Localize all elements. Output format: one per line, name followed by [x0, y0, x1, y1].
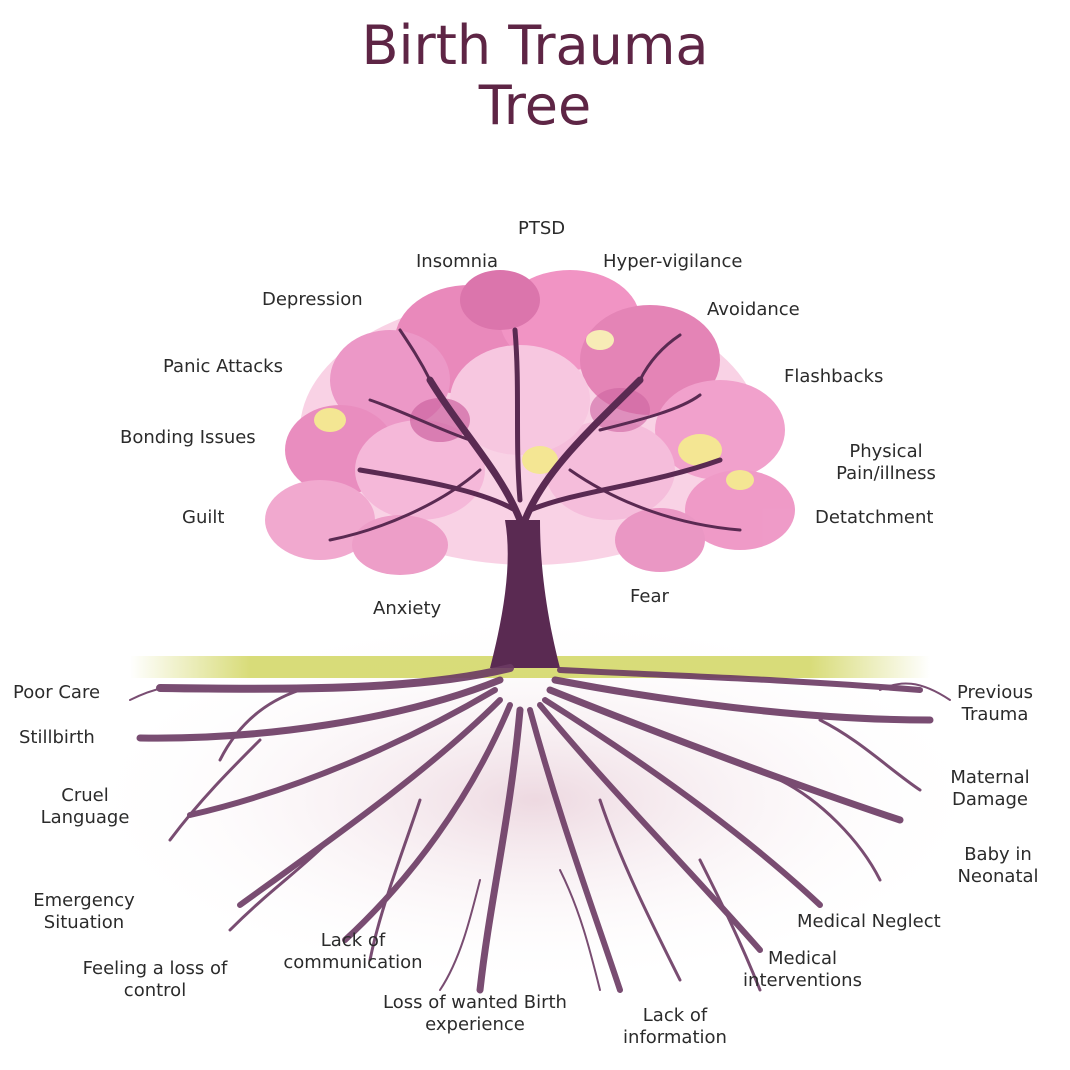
label-feeling-line2: control	[123, 980, 187, 1001]
label-lack-comm-line1: Lack of	[320, 930, 386, 951]
label-medical-neglect: Medical Neglect	[797, 911, 941, 932]
label-poor-care: Poor Care	[13, 682, 101, 703]
label-emergency-situation: Emergency Situation	[14, 890, 154, 934]
label-anxiety: Anxiety	[373, 598, 442, 619]
label-baby-line1: Baby in	[964, 844, 1032, 865]
label-physical-pain-illness: Physical Pain/illness	[816, 441, 956, 485]
label-avoidance: Avoidance	[707, 299, 800, 320]
label-guilt: Guilt	[182, 507, 225, 528]
label-physical-line1: Physical	[849, 441, 923, 462]
label-detatchment: Detatchment	[815, 507, 934, 528]
label-bonding-issues: Bonding Issues	[120, 427, 256, 448]
tree-branches	[328, 327, 742, 542]
label-lack-of-information: Lack of information	[605, 1005, 745, 1049]
label-insomnia: Insomnia	[416, 251, 499, 272]
label-maternal-damage: Maternal Damage	[930, 767, 1050, 811]
label-baby-line2: Neonatal	[957, 866, 1039, 887]
label-feeling-loss-of-control: Feeling a loss of control	[60, 958, 250, 1002]
label-flashbacks: Flashbacks	[784, 366, 884, 387]
label-emergency-line1: Emergency	[33, 890, 135, 911]
label-medical-int-line1: Medical	[768, 948, 837, 969]
label-physical-line2: Pain/illness	[836, 463, 936, 484]
label-baby-in-neonatal: Baby in Neonatal	[938, 844, 1058, 888]
tree-trunk	[490, 520, 560, 668]
label-emergency-line2: Situation	[43, 912, 125, 933]
label-maternal-line2: Damage	[952, 789, 1028, 810]
label-panic-attacks: Panic Attacks	[163, 356, 283, 377]
title-line-2: Tree	[478, 74, 592, 137]
label-medical-interventions: Medical interventions	[725, 948, 880, 992]
label-cruel-language: Cruel Language	[20, 785, 150, 829]
label-lack-info-line2: information	[623, 1027, 727, 1048]
label-fear: Fear	[630, 586, 669, 607]
label-previous-line1: Previous	[956, 682, 1034, 703]
blossom-canopy	[265, 270, 795, 575]
label-stillbirth: Stillbirth	[19, 727, 95, 748]
label-hyper-vigilance: Hyper-vigilance	[603, 251, 743, 272]
label-lack-of-communication: Lack of communication	[268, 930, 438, 974]
tree-roots	[129, 664, 951, 994]
label-previous-trauma: Previous Trauma	[935, 682, 1055, 726]
label-previous-line2: Trauma	[961, 704, 1029, 725]
label-lack-info-line1: Lack of	[642, 1005, 708, 1026]
label-cruel-line1: Cruel	[61, 785, 109, 806]
label-maternal-line1: Maternal	[950, 767, 1030, 788]
label-loss-of-wanted-birth: Loss of wanted Birth experience	[355, 992, 595, 1036]
label-loss-birth-line1: Loss of wanted Birth	[383, 992, 567, 1013]
title-line-1: Birth Trauma	[361, 14, 709, 77]
label-depression: Depression	[262, 289, 363, 310]
label-feeling-line1: Feeling a loss of	[82, 958, 228, 979]
soil-wash	[75, 610, 995, 990]
label-loss-birth-line2: experience	[425, 1014, 525, 1035]
label-lack-comm-line2: communication	[283, 952, 423, 973]
label-cruel-line2: Language	[40, 807, 130, 828]
label-medical-int-line2: interventions	[743, 970, 862, 991]
label-ptsd: PTSD	[518, 218, 566, 239]
